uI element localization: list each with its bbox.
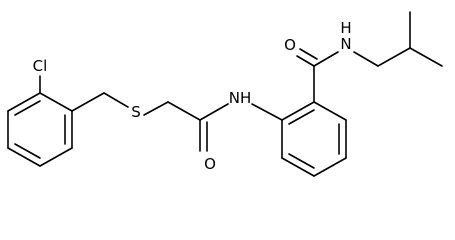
- bond-ring2-f: [281, 101, 315, 121]
- bond-layer: [7, 11, 443, 177]
- bond-ring1-a: [39, 92, 73, 112]
- atom-cl: Cl: [33, 57, 48, 75]
- bond-ring-ch2: [71, 92, 105, 112]
- bond-ch2-s: [103, 92, 129, 108]
- bond-ring2-b: [281, 157, 315, 177]
- bond-ring2-f-inner: [288, 109, 315, 125]
- bond-c-nh2: [313, 51, 339, 67]
- atom-amide-nh: NH: [229, 89, 252, 107]
- bond-c-o-a: [296, 55, 315, 67]
- bond-s-ch2: [143, 101, 169, 116]
- bond-ring2-b-inner: [288, 153, 315, 169]
- bond-ring1-f-inner: [14, 100, 41, 116]
- atom-amide-oxygen: O: [204, 155, 216, 173]
- bond-ch-ch3b: [409, 47, 443, 67]
- atom-carboxamide-oxygen: O: [284, 36, 296, 54]
- bond-ring1-d-inner: [14, 143, 41, 159]
- bond-ch2-ch: [377, 47, 411, 67]
- bond-c-o-b: [299, 48, 318, 60]
- bond-ch2-co: [167, 101, 201, 121]
- bond-ring2-e: [313, 101, 347, 121]
- bond-nh-ch2: [353, 51, 379, 67]
- bond-ring1-f: [7, 92, 41, 112]
- atom-sulfur: S: [131, 103, 141, 121]
- bond-c-nh: [199, 103, 229, 121]
- bond-ring1-d: [7, 147, 41, 167]
- bond-ring1-c: [39, 147, 73, 167]
- bond-ring2-c: [313, 157, 347, 177]
- bond-nh-ring: [251, 103, 283, 121]
